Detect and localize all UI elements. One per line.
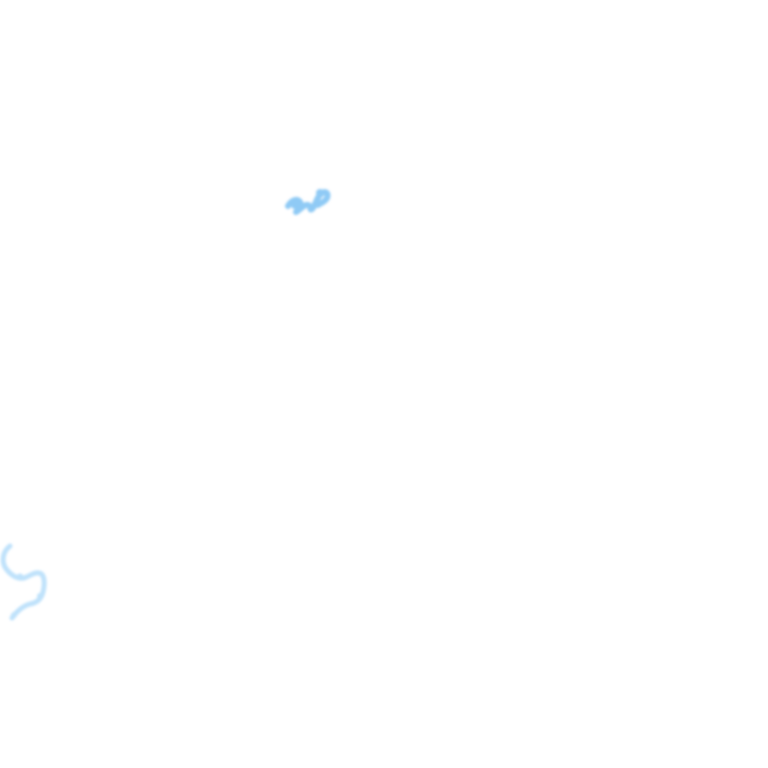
light-blue-curl-stroke xyxy=(0,543,47,621)
blue-squiggle-stroke xyxy=(285,189,331,215)
